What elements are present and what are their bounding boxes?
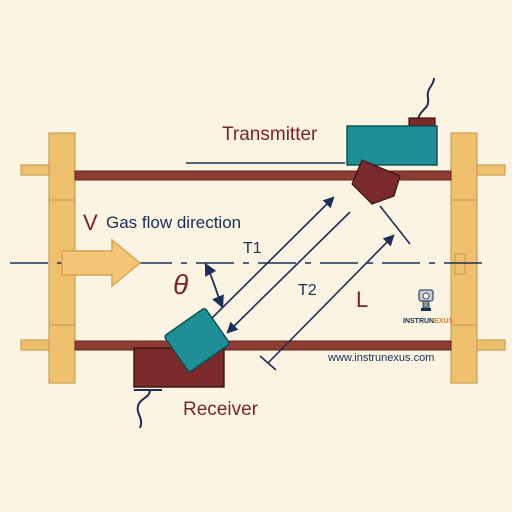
svg-text:INSTRUNEXUS: INSTRUNEXUS <box>403 318 454 325</box>
transmitter-assembly <box>186 77 438 205</box>
transmitter-cable <box>417 77 435 121</box>
signal-path-t2 <box>226 211 351 334</box>
flow-direction-arrow <box>61 238 142 288</box>
website-label: www.instrunexus.com <box>327 352 434 364</box>
flow-direction-label: Gas flow direction <box>106 213 241 232</box>
pipe-wall-top <box>74 170 452 181</box>
t2-label: T2 <box>298 282 317 299</box>
pressure-transmitter-icon <box>418 289 434 311</box>
right-flange <box>450 132 506 384</box>
length-dimension <box>259 205 411 371</box>
length-label: L <box>356 287 368 312</box>
pipe-wall-bottom <box>74 340 452 351</box>
receiver-cable <box>136 389 151 429</box>
receiver-assembly <box>133 308 230 429</box>
angle-theta-label: θ <box>173 269 188 300</box>
t1-label: T1 <box>243 240 262 257</box>
receiver-transducer <box>164 308 230 372</box>
transmitter-label: Transmitter <box>222 124 318 145</box>
instrunexus-logo: INSTRUNEXUS <box>403 289 454 325</box>
angle-arc <box>204 262 224 309</box>
transmitter-wedge <box>351 159 401 205</box>
transmitter-box <box>346 125 438 166</box>
velocity-label: V <box>83 210 98 235</box>
receiver-label: Receiver <box>183 399 259 420</box>
logo-text-suffix: EXUS <box>434 318 453 325</box>
logo-text-prefix: INSTRUN <box>403 318 434 325</box>
signal-path-t1 <box>211 196 335 319</box>
